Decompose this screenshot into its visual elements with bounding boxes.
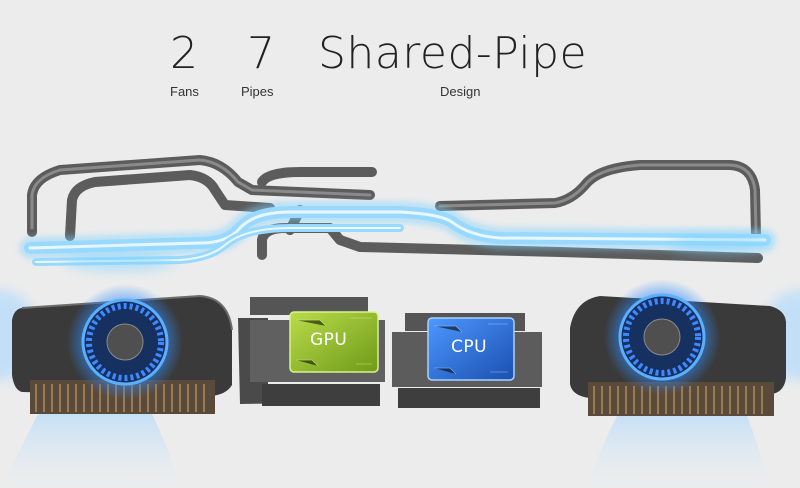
design-title: Shared-Pipe: [318, 28, 588, 79]
fans-count: 2: [170, 28, 199, 79]
design-stat: Shared-Pipe Design: [318, 28, 588, 100]
cpu-chip-icon: [392, 313, 542, 408]
fans-label: Fans: [170, 84, 199, 99]
pipes-label: Pipes: [241, 84, 274, 99]
pipes-stat: 7 Pipes: [241, 28, 276, 100]
design-label: Design: [440, 84, 481, 99]
gpu-chip-icon: [238, 297, 385, 406]
pipes-count: 7: [247, 28, 276, 79]
fans-stat: 2 Fans: [170, 28, 199, 100]
left-fan-icon: [12, 284, 233, 414]
right-fan-icon: [570, 279, 786, 416]
glowing-heat-pipes: [19, 201, 776, 271]
gpu-label: GPU: [310, 330, 348, 350]
cpu-label: CPU: [451, 337, 488, 357]
